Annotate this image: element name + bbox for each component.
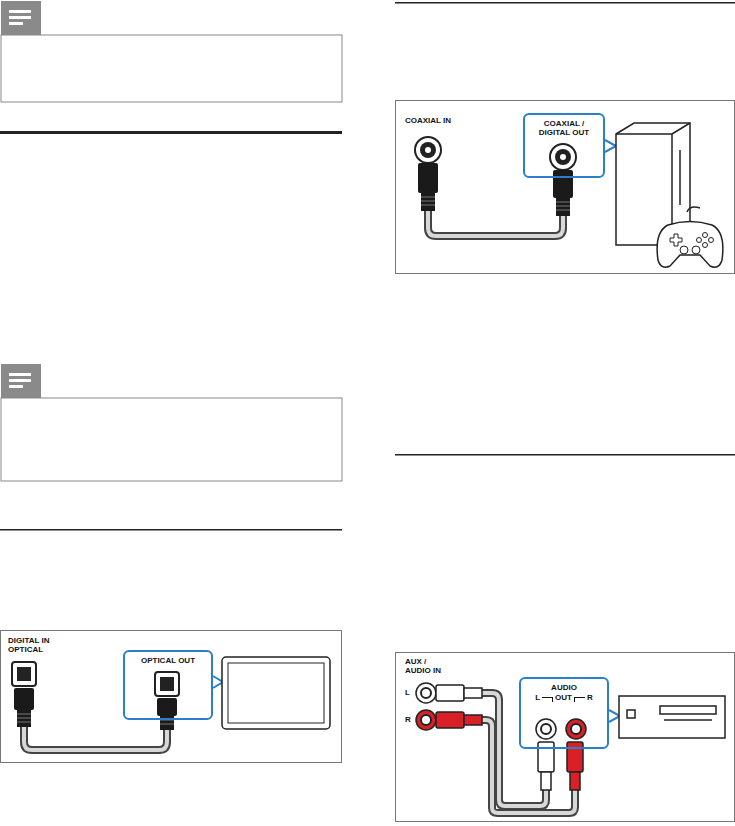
channel-label: R — [405, 715, 415, 724]
jack-label: DIGITAL IN OPTICAL — [8, 636, 60, 654]
bracket — [574, 697, 585, 702]
port-label: COAXIAL / DIGITAL OUT — [529, 119, 599, 137]
jack-label: COAXIAL IN — [405, 116, 465, 125]
port-label: AUDIO — [525, 683, 603, 692]
port-label: OUT — [555, 693, 572, 702]
highlight-box: AUDIOL OUT R — [519, 677, 609, 749]
highlight-box: COAXIAL / DIGITAL OUT — [523, 113, 605, 178]
channel-label: R — [587, 693, 593, 702]
channel-label: L — [405, 688, 415, 697]
port-label: OPTICAL OUT — [129, 656, 207, 665]
jack-label: AUX / AUDIO IN — [405, 657, 451, 675]
highlight-box: OPTICAL OUT — [123, 650, 213, 720]
port-row: L OUT R — [525, 693, 603, 702]
bracket — [542, 697, 553, 702]
channel-label: L — [535, 693, 540, 702]
